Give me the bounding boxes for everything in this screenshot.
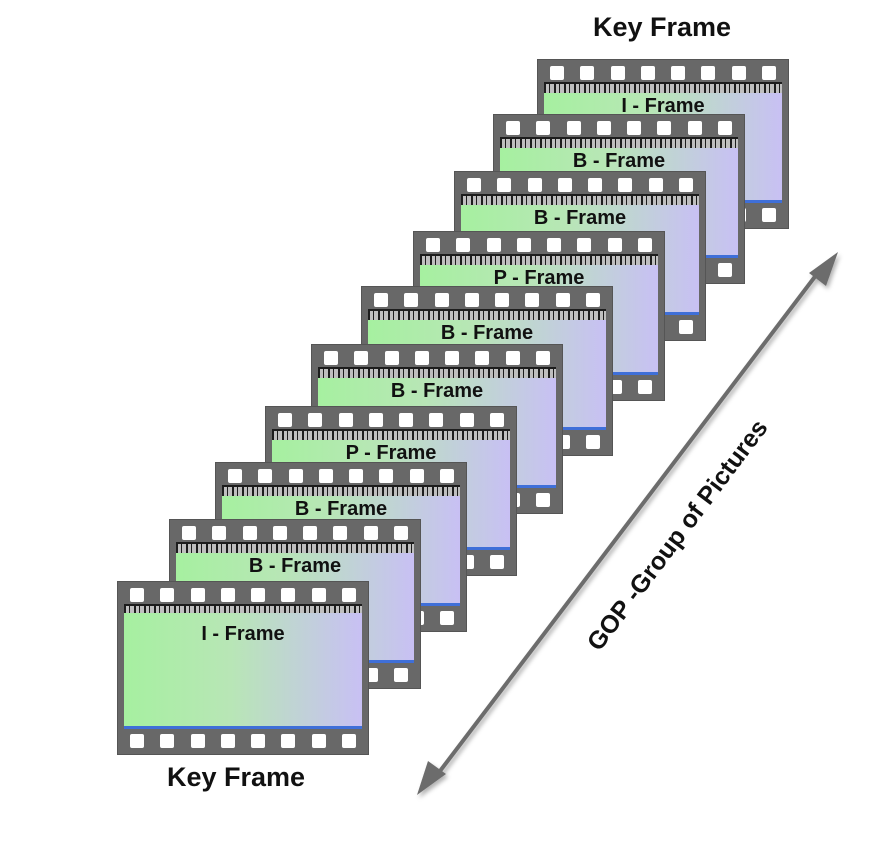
frame-label: B - Frame — [390, 380, 484, 402]
sprocket-holes — [426, 238, 652, 252]
key-frame-label-bottom: Key Frame — [167, 762, 306, 792]
key-frame-label-top: Key Frame — [593, 12, 732, 42]
sprocket-holes — [506, 121, 732, 135]
frame-label: B - Frame — [533, 207, 627, 229]
arrow-head-bottom — [417, 761, 446, 795]
sprocket-holes — [130, 734, 356, 748]
frame-label: I - Frame — [201, 623, 285, 645]
frame-label: P - Frame — [345, 442, 437, 464]
film-frame: I - Frame — [118, 582, 368, 754]
frame-picture: I - Frame — [124, 613, 362, 729]
frame-label: B - Frame — [294, 498, 388, 520]
sprocket-holes — [182, 526, 408, 540]
frame-label: I - Frame — [621, 95, 705, 117]
frame-label: B - Frame — [248, 555, 342, 577]
frame-label: B - Frame — [440, 322, 534, 344]
sprocket-holes — [467, 178, 693, 192]
frame-label: B - Frame — [572, 150, 666, 172]
sprocket-holes — [278, 413, 504, 427]
sprocket-holes — [550, 66, 776, 80]
arrow-head-top — [809, 252, 838, 286]
sprocket-holes — [374, 293, 600, 307]
sprocket-holes — [228, 469, 454, 483]
sprocket-holes — [130, 588, 356, 602]
sprocket-holes — [324, 351, 550, 365]
